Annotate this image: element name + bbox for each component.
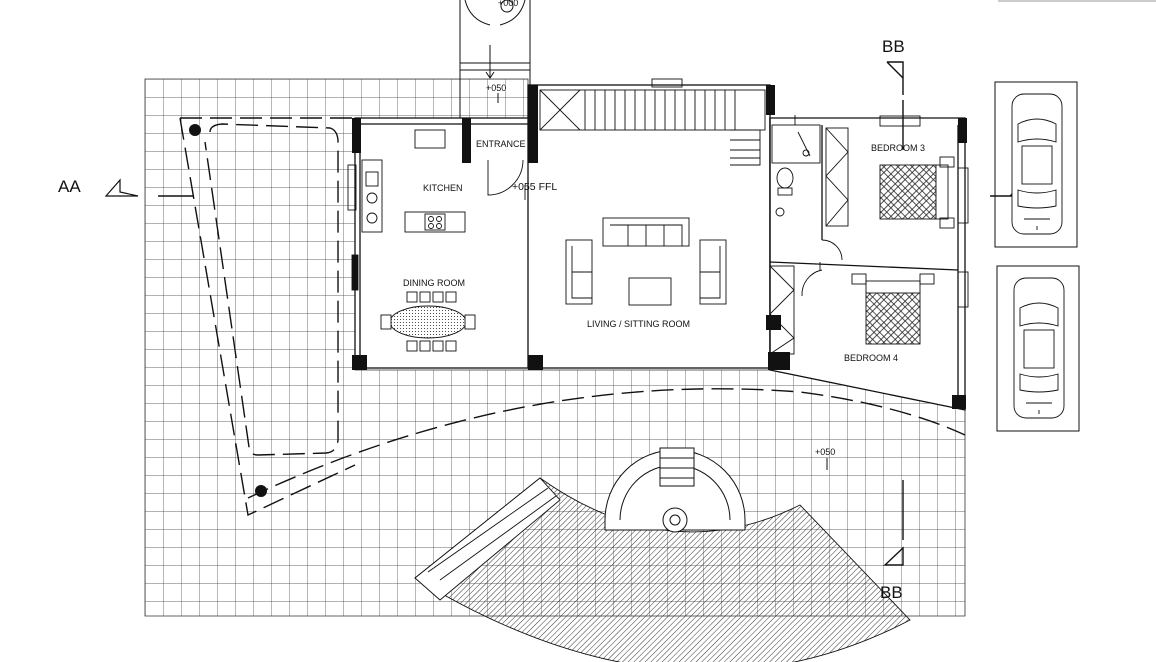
dining-label: DINING ROOM xyxy=(403,278,465,288)
bedroom-4-furniture xyxy=(769,262,935,355)
stair-icon xyxy=(539,78,766,166)
bed-icon xyxy=(879,164,937,220)
entrance-door xyxy=(487,159,526,200)
level-top: +000 xyxy=(498,0,518,8)
kitchen-fittings xyxy=(361,129,466,233)
section-bb-marker xyxy=(883,61,904,566)
sofa-icon xyxy=(565,217,727,306)
section-bb-top: BB xyxy=(882,37,905,56)
window-details xyxy=(347,164,969,369)
section-bb-bottom: BB xyxy=(880,583,903,602)
level-entry: +050 xyxy=(486,83,506,93)
bedroom-3-furniture xyxy=(821,115,955,261)
bedroom-4-label: BEDROOM 4 xyxy=(844,353,898,363)
kitchen-label: KITCHEN xyxy=(423,183,463,193)
bed-icon xyxy=(865,291,921,345)
lamp-marker xyxy=(189,124,201,136)
parking-bay xyxy=(994,81,1080,432)
stove-icon xyxy=(424,213,446,231)
living-label: LIVING / SITTING ROOM xyxy=(587,319,690,329)
section-aa-left: AA xyxy=(58,177,81,196)
ffl-level: +055 FFL xyxy=(512,181,557,193)
level-garden: +050 xyxy=(815,447,835,457)
bedroom-3-label: BEDROOM 3 xyxy=(871,143,925,153)
entry-path xyxy=(459,0,531,118)
car-icon xyxy=(1013,277,1065,419)
fountain-icon xyxy=(604,447,746,533)
toilet-icon xyxy=(771,115,821,217)
hatched-terrace xyxy=(414,477,911,662)
car-icon xyxy=(1011,93,1063,235)
entrance-label: ENTRANCE xyxy=(476,139,526,149)
pool-outline xyxy=(179,117,966,517)
dining-table-icon xyxy=(380,291,476,352)
lamp-marker xyxy=(255,485,267,497)
